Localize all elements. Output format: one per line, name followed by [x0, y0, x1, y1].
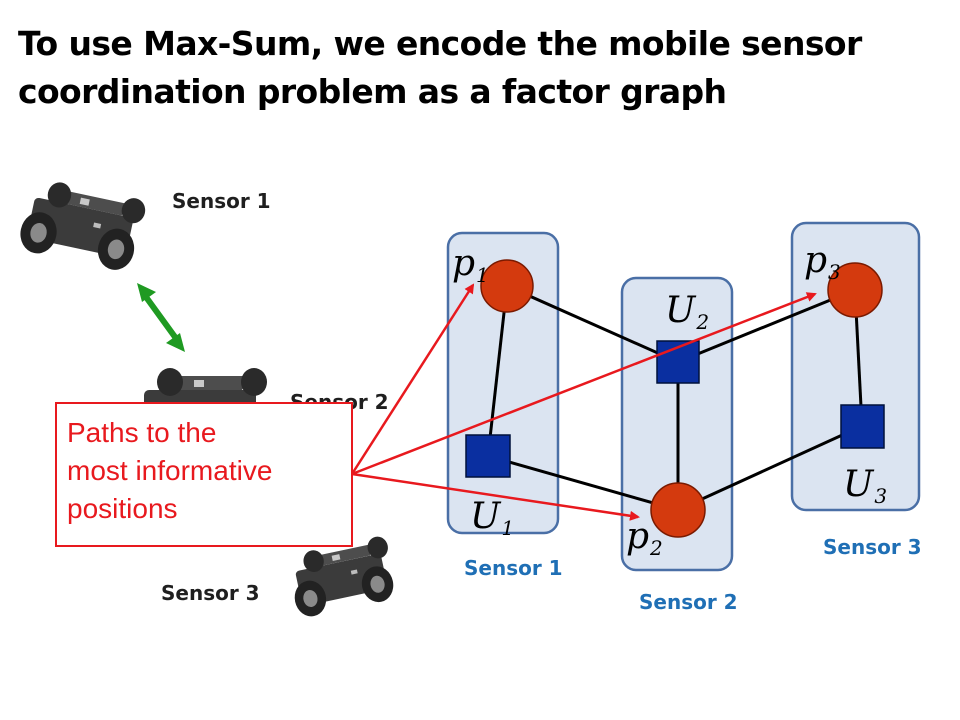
callout-line-2: most informative [67, 455, 273, 486]
robot-label-sensor-3: Sensor 3 [161, 581, 260, 605]
title-line-1: To use Max-Sum, we encode the mobile sen… [18, 24, 862, 63]
label-u2: U2 [665, 290, 709, 334]
factor-node-u1 [465, 434, 511, 478]
communication-arrow [137, 283, 185, 352]
title-line-2: coordination problem as a factor graph [18, 72, 727, 111]
label-p1: p1 [452, 243, 489, 287]
label-u3: U3 [843, 464, 887, 508]
robot-sensor-1-image [16, 176, 148, 274]
factor-graph-edges [486, 284, 864, 512]
sensor-3-group-box [790, 221, 921, 512]
robot-label-sensor-1: Sensor 1 [172, 189, 271, 213]
path-arrows [350, 283, 817, 521]
paths-callout-box: Paths to the most informative positions [55, 402, 353, 547]
variable-node-p2 [650, 482, 706, 538]
group-label-sensor-1: Sensor 1 [464, 556, 563, 580]
label-u1: U1 [470, 496, 514, 540]
factor-node-u3 [840, 404, 885, 449]
variable-node-p1 [480, 259, 534, 313]
callout-line-1: Paths to the [67, 417, 217, 448]
group-label-sensor-3: Sensor 3 [823, 535, 922, 559]
variable-node-p3 [827, 262, 883, 318]
robot-sensor-3-image [285, 534, 399, 620]
label-p2: p2 [626, 516, 663, 560]
callout-line-3: positions [67, 493, 178, 524]
group-label-sensor-2: Sensor 2 [639, 590, 738, 614]
label-p3: p3 [804, 240, 841, 284]
slide-title: To use Max-Sum, we encode the mobile sen… [18, 20, 938, 116]
